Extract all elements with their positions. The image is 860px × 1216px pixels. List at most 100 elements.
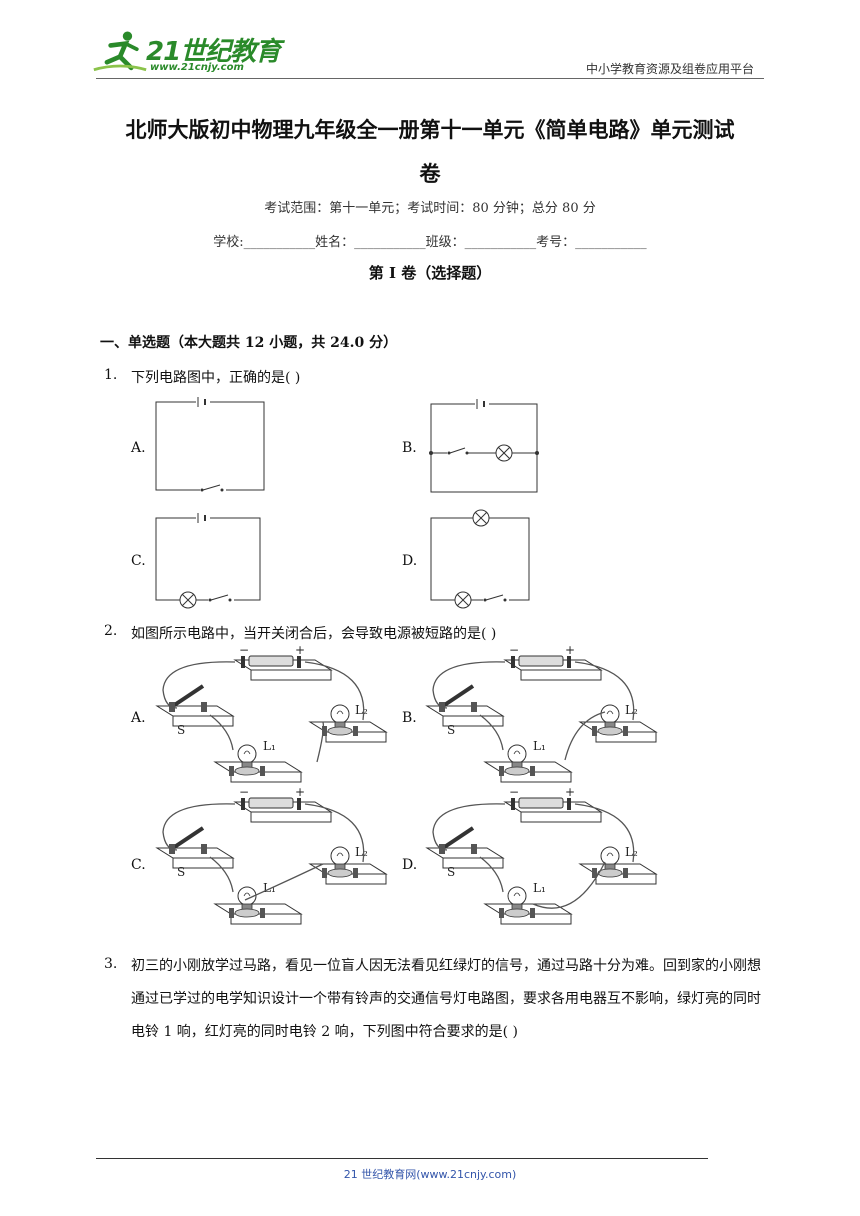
bulb-glass: [237, 744, 257, 764]
bulb-holder: [327, 868, 353, 878]
platform-name: 中小学教育资源及组卷应用平台: [585, 62, 754, 76]
part-title: 第 I 卷（选择题）: [368, 264, 492, 282]
footer-divider: [96, 1158, 708, 1159]
battery-plus-label: +: [295, 643, 305, 657]
bulb-filament: [513, 750, 521, 755]
switch-terminal-right: [201, 844, 207, 854]
battery-plus-label: +: [565, 643, 575, 657]
wire: [574, 661, 635, 721]
circuit-drawing: − + S L₂ L₁: [425, 785, 658, 925]
battery-plus-label: +: [295, 785, 305, 799]
question-2-text: 如图所示电路中，当开关闭合后，会导致电源被短路的是( ): [131, 626, 497, 642]
switch-terminal-right: [471, 844, 477, 854]
bulb-holder: [327, 726, 353, 736]
bulb-filament: [243, 892, 251, 897]
header-divider: [96, 78, 764, 79]
battery-minus-label: −: [509, 785, 519, 799]
lamp-2-label: L₂: [355, 703, 368, 717]
exam-info: 考试范围：第十一单元；考试时间：80 分钟；总分 80 分: [264, 201, 596, 216]
bulb-holder: [234, 908, 260, 918]
bulb-terminal-right: [530, 766, 535, 776]
section-title: 一、单选题（本大题共 12 小题，共 24.0 分）: [100, 335, 398, 351]
question-2-number: 2.: [104, 623, 118, 639]
bulb-holder: [597, 868, 623, 878]
bulb-terminal-left: [592, 868, 597, 878]
q1-circuit-d: [430, 509, 530, 609]
title-line-1: 北师大版初中物理九年级全一册第十一单元《简单电路》单元测试: [125, 117, 735, 142]
lamp-2-label: L₂: [355, 845, 368, 859]
wire: [162, 803, 236, 851]
bulb-filament: [513, 892, 521, 897]
switch-label: S: [447, 865, 455, 879]
question-1-number: 1.: [104, 367, 118, 383]
board-top: [155, 847, 235, 859]
bulb-terminal-right: [260, 766, 265, 776]
q1-option-d-label: D.: [402, 553, 418, 569]
lamp-1-label: L₁: [533, 739, 546, 753]
bulb-terminal-left: [322, 868, 327, 878]
logo-runner-icon: [93, 31, 147, 72]
lamp-1-label: L₁: [263, 739, 276, 753]
bulb-terminal-left: [499, 908, 504, 918]
q2-option-b-label: B.: [402, 710, 417, 726]
switch-lever-icon: [171, 826, 205, 850]
student-info-line: 学校:___________姓名：___________班级：_________…: [213, 235, 647, 250]
bulb-holder: [504, 766, 530, 776]
switch-lever-icon: [441, 684, 475, 708]
bulb-terminal-right: [623, 726, 628, 736]
battery-minus-label: −: [239, 643, 249, 657]
board-front: [442, 857, 504, 869]
board-front: [442, 715, 504, 727]
board-top: [425, 705, 505, 717]
battery-plus-label: +: [565, 785, 575, 799]
bulb-glass: [507, 886, 527, 906]
battery-icon: [248, 655, 294, 667]
board-front: [172, 715, 234, 727]
bulb-filament: [243, 750, 251, 755]
wire: [304, 803, 365, 863]
q1-circuit-a: [155, 397, 265, 494]
q1-circuit-c: [155, 513, 261, 609]
board-front: [520, 669, 602, 681]
battery-terminal-neg: [511, 798, 515, 810]
battery-terminal-pos: [567, 798, 571, 810]
bulb-holder: [234, 766, 260, 776]
lamp-1-label: L₁: [533, 881, 546, 895]
battery-icon: [518, 797, 564, 809]
switch-terminal-right: [471, 702, 477, 712]
q1-option-a-label: A.: [131, 440, 146, 456]
board-front: [520, 811, 602, 823]
switch-label: S: [177, 865, 185, 879]
wire: [564, 711, 606, 761]
wire: [162, 661, 236, 709]
wire: [532, 861, 606, 909]
battery-terminal-pos: [297, 656, 301, 668]
switch-lever-icon: [171, 684, 205, 708]
lamp-2-label: L₂: [625, 845, 638, 859]
bulb-glass: [507, 744, 527, 764]
bulb-terminal-left: [592, 726, 597, 736]
title-line-2: 卷: [419, 161, 441, 186]
battery-terminal-pos: [567, 656, 571, 668]
wire: [432, 661, 506, 709]
q1-option-c-label: C.: [131, 553, 146, 569]
board-top: [425, 847, 505, 859]
bulb-terminal-left: [322, 726, 327, 736]
wire: [209, 856, 234, 893]
battery-terminal-neg: [241, 798, 245, 810]
bulb-terminal-right: [353, 726, 358, 736]
q2-figure-d: − + S L₂ L₁: [425, 785, 658, 925]
lamp-1-label: L₁: [263, 881, 276, 895]
switch-label: S: [447, 723, 455, 737]
switch-terminal-right: [201, 702, 207, 712]
bulb-terminal-right: [623, 868, 628, 878]
wire: [479, 714, 504, 751]
board-top: [155, 705, 235, 717]
document-title: 北师大版初中物理九年级全一册第十一单元《简单电路》单元测试 卷: [96, 108, 764, 196]
battery-terminal-pos: [297, 798, 301, 810]
lamp-2-label: L₂: [625, 703, 638, 717]
